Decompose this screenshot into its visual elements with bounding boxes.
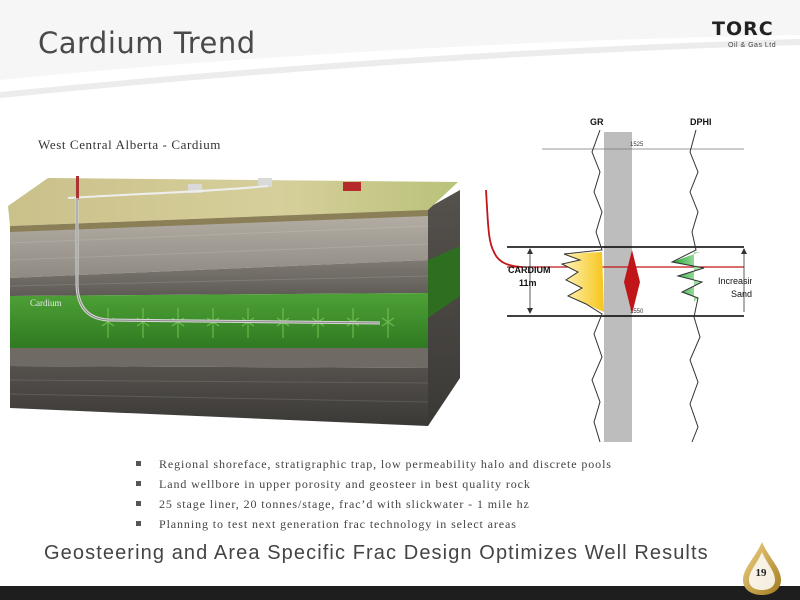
well-log-chart: GR DPHI 1525 1550 CARDIUM 11m Increasing… bbox=[485, 117, 752, 443]
bullet-text: Land wellbore in upper porosity and geos… bbox=[159, 477, 531, 491]
company-logo: TORC Oil & Gas Ltd bbox=[712, 18, 782, 52]
reservoir-block-diagram: Cardium bbox=[8, 176, 460, 426]
bullet-square-icon bbox=[136, 501, 141, 506]
logo-name: TORC bbox=[712, 18, 774, 40]
page-number: 19 bbox=[755, 567, 767, 579]
slide-tagline: Geosteering and Area Specific Frac Desig… bbox=[44, 542, 709, 564]
depth-top-label: 1525 bbox=[630, 142, 644, 148]
bullet-item: 25 stage liner, 20 tonnes/stage, frac’d … bbox=[136, 494, 612, 514]
logo-subtitle: Oil & Gas Ltd bbox=[728, 42, 777, 49]
bullet-square-icon bbox=[136, 461, 141, 466]
cardium-layer-label: Cardium bbox=[30, 298, 62, 308]
increasing-sand-line2: Sand bbox=[731, 289, 752, 299]
bullet-item: Regional shoreface, stratigraphic trap, … bbox=[136, 454, 612, 474]
bullet-square-icon bbox=[136, 481, 141, 486]
bullet-text: 25 stage liner, 20 tonnes/stage, frac’d … bbox=[159, 497, 530, 511]
footer-bar bbox=[0, 586, 800, 600]
gr-track-label: GR bbox=[590, 117, 604, 127]
bullet-item: Planning to test next generation frac te… bbox=[136, 514, 612, 534]
cardium-zone-label: CARDIUM bbox=[508, 265, 551, 275]
oil-drop-icon bbox=[743, 542, 781, 595]
bullet-list: Regional shoreface, stratigraphic trap, … bbox=[136, 454, 612, 534]
bullet-item: Land wellbore in upper porosity and geos… bbox=[136, 474, 612, 494]
depth-bottom-label: 1550 bbox=[630, 309, 644, 315]
bullet-text: Regional shoreface, stratigraphic trap, … bbox=[159, 457, 612, 471]
title-swoosh-decoration bbox=[0, 0, 800, 98]
increasing-sand-line1: Increasing bbox=[718, 276, 752, 286]
diagram-subtitle: West Central Alberta - Cardium bbox=[38, 137, 222, 152]
bullet-square-icon bbox=[136, 521, 141, 526]
page-title: Cardium Trend bbox=[38, 26, 256, 60]
bullet-text: Planning to test next generation frac te… bbox=[159, 517, 517, 531]
dphi-track-label: DPHI bbox=[690, 117, 712, 127]
cardium-thickness-label: 11m bbox=[519, 278, 537, 288]
